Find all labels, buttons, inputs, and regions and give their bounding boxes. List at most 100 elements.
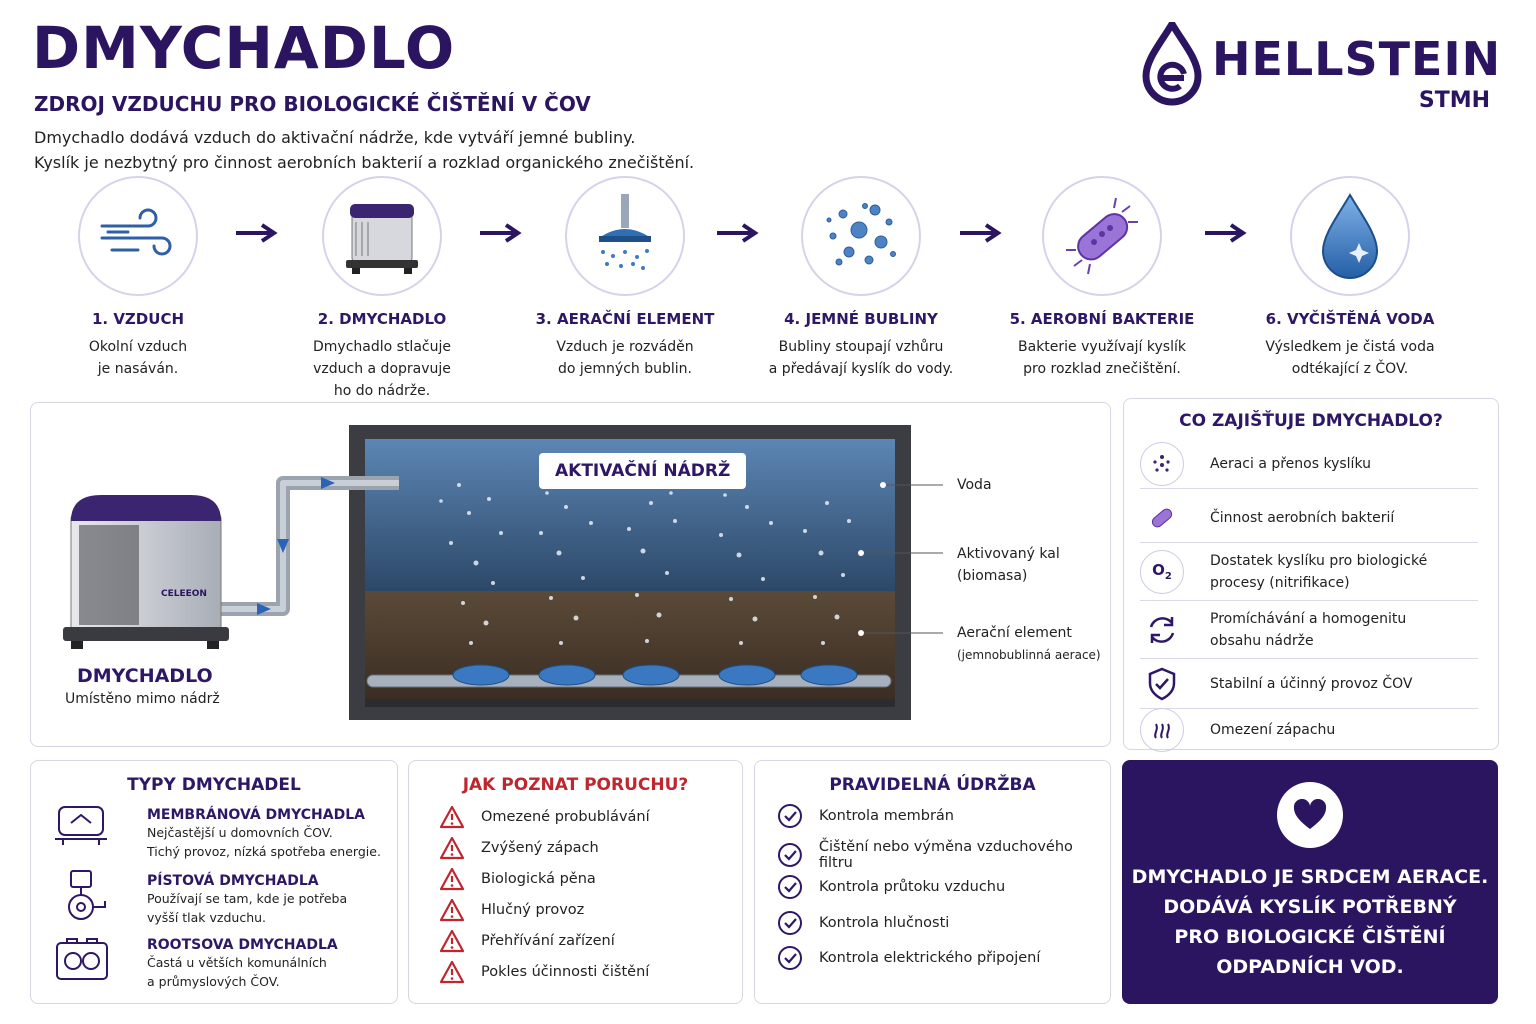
step-circle: [801, 176, 921, 296]
shield-check-icon: [1140, 662, 1184, 706]
o2-icon: O2: [1140, 549, 1184, 594]
rising-bubbles: [439, 483, 851, 645]
types-title: TYPY DMYCHADEL: [127, 775, 301, 795]
maintenance-item: Kontrola průtoku vzduchu: [777, 874, 1005, 900]
step-title: 2. DMYCHADLO: [317, 310, 447, 328]
types-panel: TYPY DMYCHADEL MEMBRÁNOVÁ DMYCHADLA Nejč…: [30, 760, 398, 1004]
bubbles-icon: [826, 203, 896, 266]
step-title: 5. AEROBNÍ BAKTERIE: [1009, 310, 1195, 328]
features-panel: CO ZAJIŠŤUJE DMYCHADLO? Aeraci a přenos …: [1123, 398, 1499, 752]
fault-item: Přehřívání zařízení: [439, 929, 615, 953]
fault-item: Zvýšený zápach: [439, 836, 599, 860]
heart-icon: [1277, 782, 1343, 848]
arrow-icon: [1205, 223, 1247, 243]
step-circle: [322, 176, 442, 296]
step-circle: [565, 176, 685, 296]
type-item: ROOTSOVA DMYCHADLA Častá u větších komun…: [147, 937, 338, 989]
maintenance-item: Čištění nebo výměna vzduchového filtru: [777, 839, 1110, 871]
warning-icon: [439, 836, 465, 860]
fault-item: Hlučný provoz: [439, 898, 584, 922]
blower-icon: [346, 204, 418, 274]
fault-item: Biologická pěna: [439, 867, 596, 891]
features-title: CO ZAJIŠŤUJE DMYCHADLO?: [1179, 411, 1443, 431]
check-circle-icon: [778, 946, 802, 970]
maintenance-title: PRAVIDELNÁ ÚDRŽBA: [829, 775, 1036, 795]
warning-icon: [439, 898, 465, 922]
membrane-blower-icon: [55, 806, 107, 845]
check-circle-icon: [778, 875, 802, 899]
type-item: PÍSTOVÁ DMYCHADLA Používají se tam, kde …: [147, 873, 348, 925]
intro-line-1: Dmychadlo dodává vzduch do aktivační nád…: [34, 128, 636, 147]
bacteria-icon: [1140, 496, 1184, 540]
tank-diagram-panel: CELEEON AKTIVAČNÍ NÁDRŽ DMYCHADLO Umístě…: [30, 402, 1111, 747]
step-clean-water: 6. VYČIŠTĚNÁ VODA Výsledkem je čistá vod…: [1240, 176, 1460, 380]
arrow-icon: [480, 223, 522, 243]
fault-item: Omezené probublávání: [439, 805, 650, 829]
blower-sublabel: Umístěno mimo nádrž: [65, 691, 220, 707]
step-circle: [1290, 176, 1410, 296]
feature-item: Stabilní a účinný provoz ČOV: [1140, 659, 1478, 709]
label-water: Voda: [957, 477, 992, 493]
maintenance-item: Kontrola membrán: [777, 803, 954, 829]
check-circle-icon: [778, 804, 802, 828]
step-bubbles: 4. JEMNÉ BUBLINY Bubliny stoupají vzhůru…: [751, 176, 971, 380]
water-drop-icon: [1321, 193, 1379, 279]
blower-label: DMYCHADLO: [77, 665, 213, 687]
feature-item: Omezení zápachu: [1140, 705, 1478, 755]
maintenance-item: Kontrola hlučnosti: [777, 910, 949, 936]
diffuser-elements: [452, 664, 858, 686]
arrow-icon: [960, 223, 1002, 243]
odor-icon: [1140, 708, 1184, 752]
arrow-icon: [717, 223, 759, 243]
feature-item: Aeraci a přenos kyslíku: [1140, 439, 1478, 489]
warning-icon: [439, 960, 465, 984]
page-subtitle: ZDROJ VZDUCHU PRO BIOLOGICKÉ ČIŠTĚNÍ V Č…: [34, 92, 591, 116]
page-title: DMYCHADLO: [32, 14, 456, 82]
cycle-icon: [1140, 608, 1184, 652]
callout-box: DMYCHADLO JE SRDCEM AERACE.DODÁVÁ KYSLÍK…: [1122, 760, 1498, 1004]
piston-blower-icon: [68, 870, 106, 920]
warning-icon: [439, 929, 465, 953]
roots-blower-icon: [56, 938, 108, 980]
blower-unit: [63, 495, 229, 649]
wind-icon: [100, 208, 172, 256]
fault-item: Pokles účinnosti čištění: [439, 960, 649, 984]
brand-logo: HELLSTEIN STMH: [1140, 22, 1500, 122]
step-circle: [1042, 176, 1162, 296]
logo-drop-icon: [1142, 22, 1202, 106]
logo-name: HELLSTEIN: [1212, 32, 1502, 86]
check-circle-icon: [777, 842, 802, 867]
check-circle-icon: [778, 910, 802, 935]
step-title: 1. VZDUCH: [91, 310, 185, 328]
label-sludge: Aktivovaný kal(biomasa): [957, 546, 1060, 584]
step-bacteria: 5. AEROBNÍ BAKTERIE Bakterie využívají k…: [992, 176, 1212, 380]
intro-line-2: Kyslík je nezbytný pro činnost aerobních…: [34, 153, 695, 172]
label-aeration-element: Aerační element(jemnobublinná aerace): [957, 625, 1101, 662]
logo-sub: STMH: [1418, 88, 1490, 113]
warning-icon: [439, 867, 465, 891]
maintenance-item: Kontrola elektrického připojení: [777, 945, 1040, 971]
step-title: 6. VYČIŠTĚNÁ VODA: [1265, 310, 1435, 328]
arrow-icon: [236, 223, 278, 243]
warning-icon: [439, 805, 465, 829]
callout-text: DMYCHADLO JE SRDCEM AERACE.DODÁVÁ KYSLÍK…: [1131, 866, 1489, 978]
step-circle: [78, 176, 198, 296]
tank-title: AKTIVAČNÍ NÁDRŽ: [539, 453, 747, 489]
feature-item: Činnost aerobních bakterií: [1140, 493, 1478, 543]
diffuser-icon: [599, 194, 651, 270]
bacteria-icon: [1066, 197, 1138, 275]
faults-panel: JAK POZNAT PORUCHU? Omezené probublávání…: [408, 760, 743, 1004]
step-title: 4. JEMNÉ BUBLINY: [784, 310, 938, 328]
